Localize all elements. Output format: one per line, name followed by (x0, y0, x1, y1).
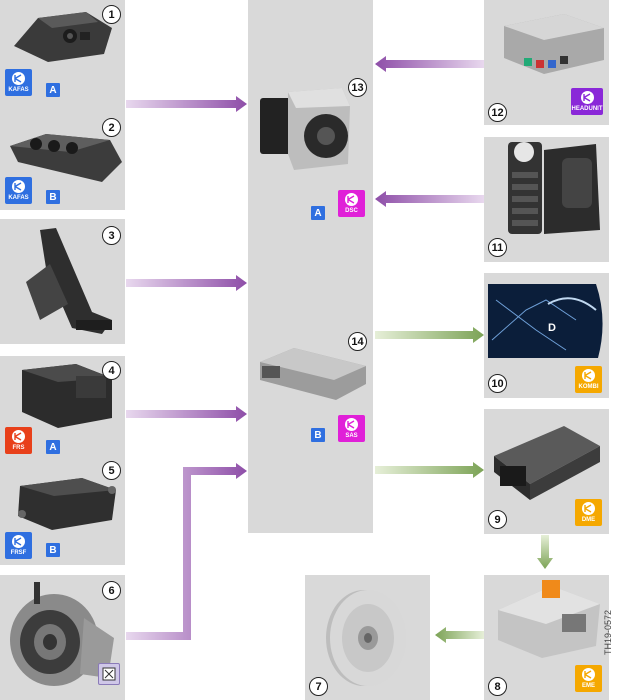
badge-kafas-a: KAFAS (5, 69, 32, 96)
callout-13: 13 (348, 78, 367, 97)
badge-frsf: FRSF (5, 532, 32, 559)
arrow-dme-to-eme (537, 535, 553, 569)
arrow-pedal-to-center (126, 275, 247, 291)
badge-dme: DME (575, 499, 602, 526)
badge-headunit: HEADUNIT (571, 88, 603, 115)
arrow-wheel-sensor-to-center (126, 463, 247, 640)
callout-9: 9 (488, 510, 507, 529)
variant-letter-kafas-b: B (46, 190, 60, 204)
callout-10: 10 (488, 374, 507, 393)
control-unit-symbol-icon (12, 72, 25, 85)
variant-letter-sas: B (311, 428, 325, 442)
callout-11: 11 (488, 238, 507, 257)
control-unit-symbol-icon (345, 193, 358, 206)
control-unit-symbol-icon (582, 369, 595, 382)
arrow-gear-selector-to-center (375, 191, 484, 207)
callout-4: 4 (102, 361, 121, 380)
sensor-symbol-icon (98, 663, 120, 685)
control-unit-symbol-icon (12, 180, 25, 193)
cluster-gear-indicator: D (548, 322, 556, 334)
eme-unit-illustration (498, 580, 600, 658)
badge-dsc: DSC (338, 190, 365, 217)
arrow-center-to-kombi (375, 327, 484, 343)
variant-letter-dsc: A (311, 206, 325, 220)
figure-id: TH19-0572 (603, 609, 613, 655)
sas-control-unit-illustration (260, 348, 366, 400)
arrow-center-to-dme (375, 462, 484, 478)
control-unit-symbol-icon (345, 418, 358, 431)
callout-5: 5 (102, 461, 121, 480)
control-unit-symbol-icon (580, 91, 594, 104)
control-unit-symbol-icon (12, 535, 25, 548)
callout-7: 7 (309, 677, 328, 696)
badge-eme: EME (575, 665, 602, 692)
electric-motor-illustration (326, 590, 406, 686)
badge-kombi: KOMBI (575, 366, 602, 393)
accelerator-pedal-illustration (26, 228, 112, 334)
control-unit-symbol-icon (582, 502, 595, 515)
frs-radar-illustration (22, 364, 112, 428)
kafas-camera-b-illustration (10, 134, 122, 182)
control-unit-symbol-icon (582, 668, 595, 681)
callout-8: 8 (488, 677, 507, 696)
arrow-headunit-to-center (375, 56, 484, 72)
badge-frs: FRS (5, 427, 32, 454)
kafas-camera-a-illustration (14, 12, 112, 62)
frsf-radar-illustration (18, 478, 116, 530)
badge-kafas-b: KAFAS (5, 177, 32, 204)
variant-letter-frs: A (46, 440, 60, 454)
control-unit-symbol-icon (12, 430, 25, 443)
variant-letter-kafas-a: A (46, 83, 60, 97)
callout-2: 2 (102, 118, 121, 137)
dme-control-unit-illustration (494, 426, 600, 500)
callout-14: 14 (348, 332, 367, 351)
variant-letter-frsf: B (46, 543, 60, 557)
dsc-hydraulic-unit-illustration (260, 88, 350, 170)
arrow-eme-to-motor (435, 627, 484, 643)
callout-1: 1 (102, 5, 121, 24)
kombi-cluster-illustration: D (486, 280, 608, 362)
gear-selector-illustration (508, 142, 600, 234)
callout-6: 6 (102, 581, 121, 600)
callout-3: 3 (102, 226, 121, 245)
badge-sas: SAS (338, 415, 365, 442)
callout-12: 12 (488, 103, 507, 122)
headunit-illustration (504, 14, 604, 74)
arrow-kafas-to-center (126, 96, 247, 112)
arrow-frs-to-center (126, 406, 247, 422)
